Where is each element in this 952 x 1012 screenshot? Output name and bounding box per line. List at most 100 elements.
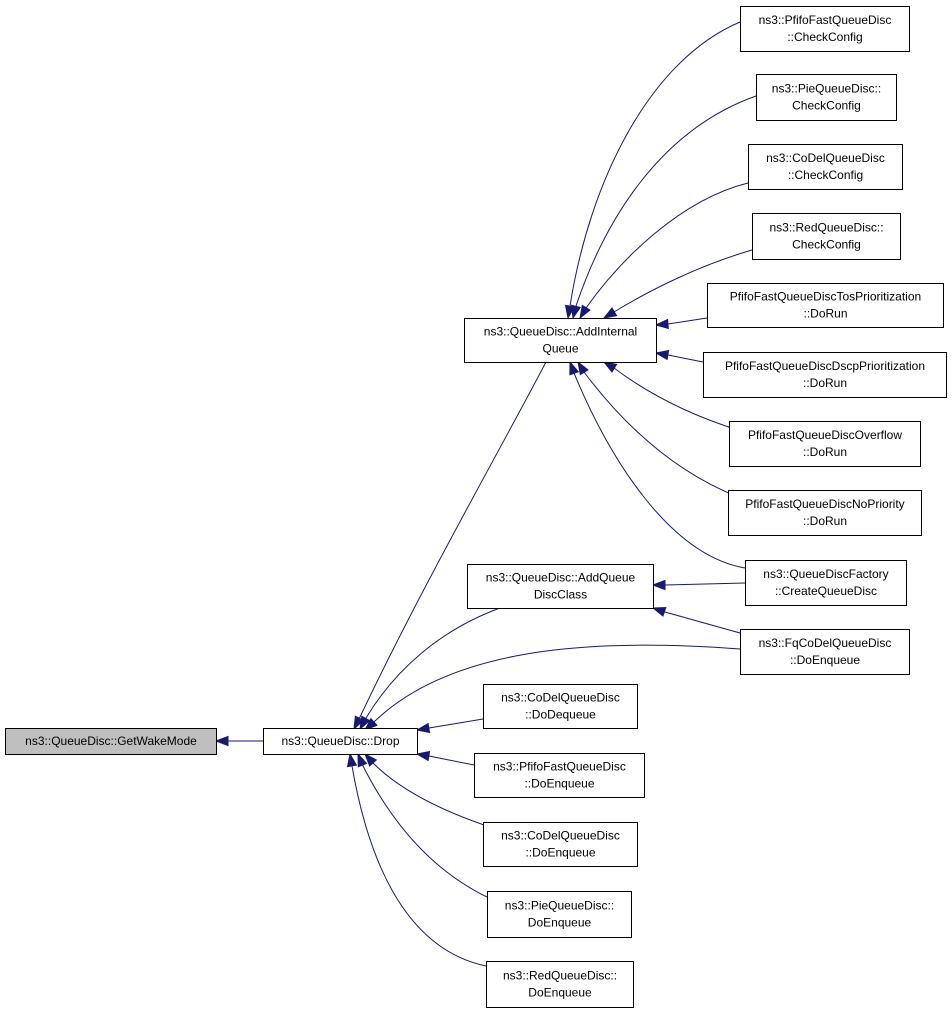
node-box xyxy=(467,564,654,609)
node-box xyxy=(486,961,634,1008)
node-box xyxy=(5,728,217,755)
node-box xyxy=(487,891,632,938)
edge-line xyxy=(428,718,484,729)
edge-dscp-dorun-to-addinternalqueue xyxy=(654,349,704,363)
node-box xyxy=(756,74,897,121)
node-tos-dorun[interactable]: PfifoFastQueueDiscTosPrioritization::DoR… xyxy=(707,283,944,328)
node-label: ns3::PfifoFastQueueDisc xyxy=(493,760,626,774)
node-label: ::DoRun xyxy=(803,307,847,321)
node-label: ns3::CoDelQueueDisc xyxy=(501,691,620,705)
node-red-doenqueue[interactable]: ns3::RedQueueDisc::DoEnqueue xyxy=(486,961,634,1008)
node-fqcodel-doenqueue[interactable]: ns3::FqCoDelQueueDisc::DoEnqueue xyxy=(740,629,910,675)
node-dscp-dorun[interactable]: PfifoFastQueueDiscDscpPrioritization::Do… xyxy=(703,352,947,398)
node-codel-doenqueue[interactable]: ns3::CoDelQueueDisc::DoEnqueue xyxy=(483,822,638,867)
nodes-layer: ns3::QueueDisc::GetWakeMode ns3::QueueDis… xyxy=(5,6,947,1008)
edge-line xyxy=(585,182,749,309)
edge-pie-doenqueue-to-drop xyxy=(357,752,490,899)
edge-line xyxy=(569,21,741,307)
arrowhead-icon xyxy=(346,752,358,768)
node-label: PfifoFastQueueDiscNoPriority xyxy=(745,497,904,511)
node-label: Queue xyxy=(542,342,578,356)
node-label: DoEnqueue xyxy=(528,986,592,1000)
edge-line xyxy=(365,607,501,719)
arrowhead-icon xyxy=(363,717,378,731)
arrowhead-icon xyxy=(602,361,618,373)
edge-pfifofast-checkconfig-to-addinternalqueue xyxy=(564,21,741,320)
node-label: PfifoFastQueueDiscTosPrioritization xyxy=(730,290,921,304)
edge-red-doenqueue-to-drop xyxy=(346,752,487,967)
node-label: ns3::QueueDisc::AddQueue xyxy=(486,571,636,585)
node-label: ns3::QueueDisc::GetWakeMode xyxy=(25,734,197,748)
node-box xyxy=(728,490,922,536)
edge-line xyxy=(372,762,488,827)
edge-line xyxy=(583,371,739,498)
edge-line xyxy=(428,755,475,766)
node-label: ::DoEnqueue xyxy=(790,653,860,667)
node-codel-dodequeue[interactable]: ns3::CoDelQueueDisc::DoDequeue xyxy=(483,684,638,729)
arrowhead-icon xyxy=(651,606,667,617)
node-label: ns3::PieQueueDisc:: xyxy=(505,899,614,913)
arrowhead-icon xyxy=(570,304,582,320)
node-box xyxy=(752,213,901,260)
edge-line xyxy=(358,361,547,719)
arrowhead-icon xyxy=(654,349,670,361)
edge-line xyxy=(373,644,741,723)
edge-addinternalqueue-to-drop xyxy=(353,361,547,731)
arrowhead-icon xyxy=(577,360,589,376)
node-pie-doenqueue[interactable]: ns3::PieQueueDisc::DoEnqueue xyxy=(487,891,632,938)
node-overflow-dorun[interactable]: PfifoFastQueueDiscOverflow::DoRun xyxy=(729,421,921,467)
arrowhead-icon xyxy=(357,752,368,768)
arrowhead-icon xyxy=(415,750,431,762)
node-box xyxy=(729,421,921,467)
node-pfifofast-checkconfig[interactable]: ns3::PfifoFastQueueDisc::CheckConfig xyxy=(740,6,910,52)
arrowhead-icon xyxy=(651,579,666,591)
node-label: ::DoEnqueue xyxy=(525,846,595,860)
node-label: ::DoRun xyxy=(803,376,847,390)
node-label: PfifoFastQueueDiscOverflow xyxy=(748,428,902,442)
node-drop[interactable]: ns3::QueueDisc::Drop xyxy=(263,728,418,755)
node-box xyxy=(740,6,910,52)
node-red-checkconfig[interactable]: ns3::RedQueueDisc::CheckConfig xyxy=(752,213,901,260)
edges-layer xyxy=(214,21,757,967)
node-label: PfifoFastQueueDiscDscpPrioritization xyxy=(725,359,925,373)
node-codel-checkconfig[interactable]: ns3::CoDelQueueDisc::CheckConfig xyxy=(748,144,903,190)
node-label: ::CheckConfig xyxy=(788,168,863,182)
node-label: CheckConfig xyxy=(792,238,861,252)
node-label: ::CheckConfig xyxy=(787,30,862,44)
node-label: ::DoEnqueue xyxy=(524,777,594,791)
node-nopriority-dorun[interactable]: PfifoFastQueueDiscNoPriority::DoRun xyxy=(728,490,922,536)
node-pie-checkconfig[interactable]: ns3::PieQueueDisc::CheckConfig xyxy=(756,74,897,121)
edge-line xyxy=(613,367,739,431)
arrowhead-icon xyxy=(214,735,229,747)
node-label: ::DoDequeue xyxy=(525,708,596,722)
edge-drop-to-getwakemode xyxy=(214,735,263,747)
edge-line xyxy=(573,372,746,569)
node-label: ns3::QueueDiscFactory xyxy=(763,567,888,581)
edge-line xyxy=(351,765,487,967)
node-label: ns3::FqCoDelQueueDisc xyxy=(759,636,892,650)
edge-line xyxy=(667,317,708,325)
edge-codel-doenqueue-to-drop xyxy=(364,752,488,827)
edge-line xyxy=(613,249,753,313)
node-label: ns3::QueueDisc::AddInternal xyxy=(484,325,637,339)
edge-fqcodel-doenqueue-to-drop xyxy=(363,644,741,731)
node-label: ::CreateQueueDisc xyxy=(775,584,877,598)
edge-line xyxy=(361,763,490,899)
node-box xyxy=(707,283,944,328)
edge-pfifofast-doenqueue-to-drop xyxy=(415,750,475,766)
node-factory-createqueuedisc[interactable]: ns3::QueueDiscFactory::CreateQueueDisc xyxy=(745,560,907,606)
edge-codel-dodequeue-to-drop xyxy=(415,718,484,734)
node-label: DiscClass xyxy=(534,588,587,602)
edge-codel-checkconfig-to-addinternalqueue xyxy=(579,182,749,320)
node-box xyxy=(464,318,657,363)
node-label: DoEnqueue xyxy=(528,916,592,930)
node-label: ns3::CoDelQueueDisc xyxy=(501,829,620,843)
node-pfifofast-doenqueue[interactable]: ns3::PfifoFastQueueDisc::DoEnqueue xyxy=(474,753,645,798)
node-label: ns3::PfifoFastQueueDisc xyxy=(759,13,892,27)
node-getwakemode[interactable]: ns3::QueueDisc::GetWakeMode xyxy=(5,728,217,755)
node-box xyxy=(703,352,947,398)
edge-fqcodel-doenqueue-to-addqueuediscclass xyxy=(651,606,741,634)
node-label: ns3::RedQueueDisc:: xyxy=(769,221,883,235)
